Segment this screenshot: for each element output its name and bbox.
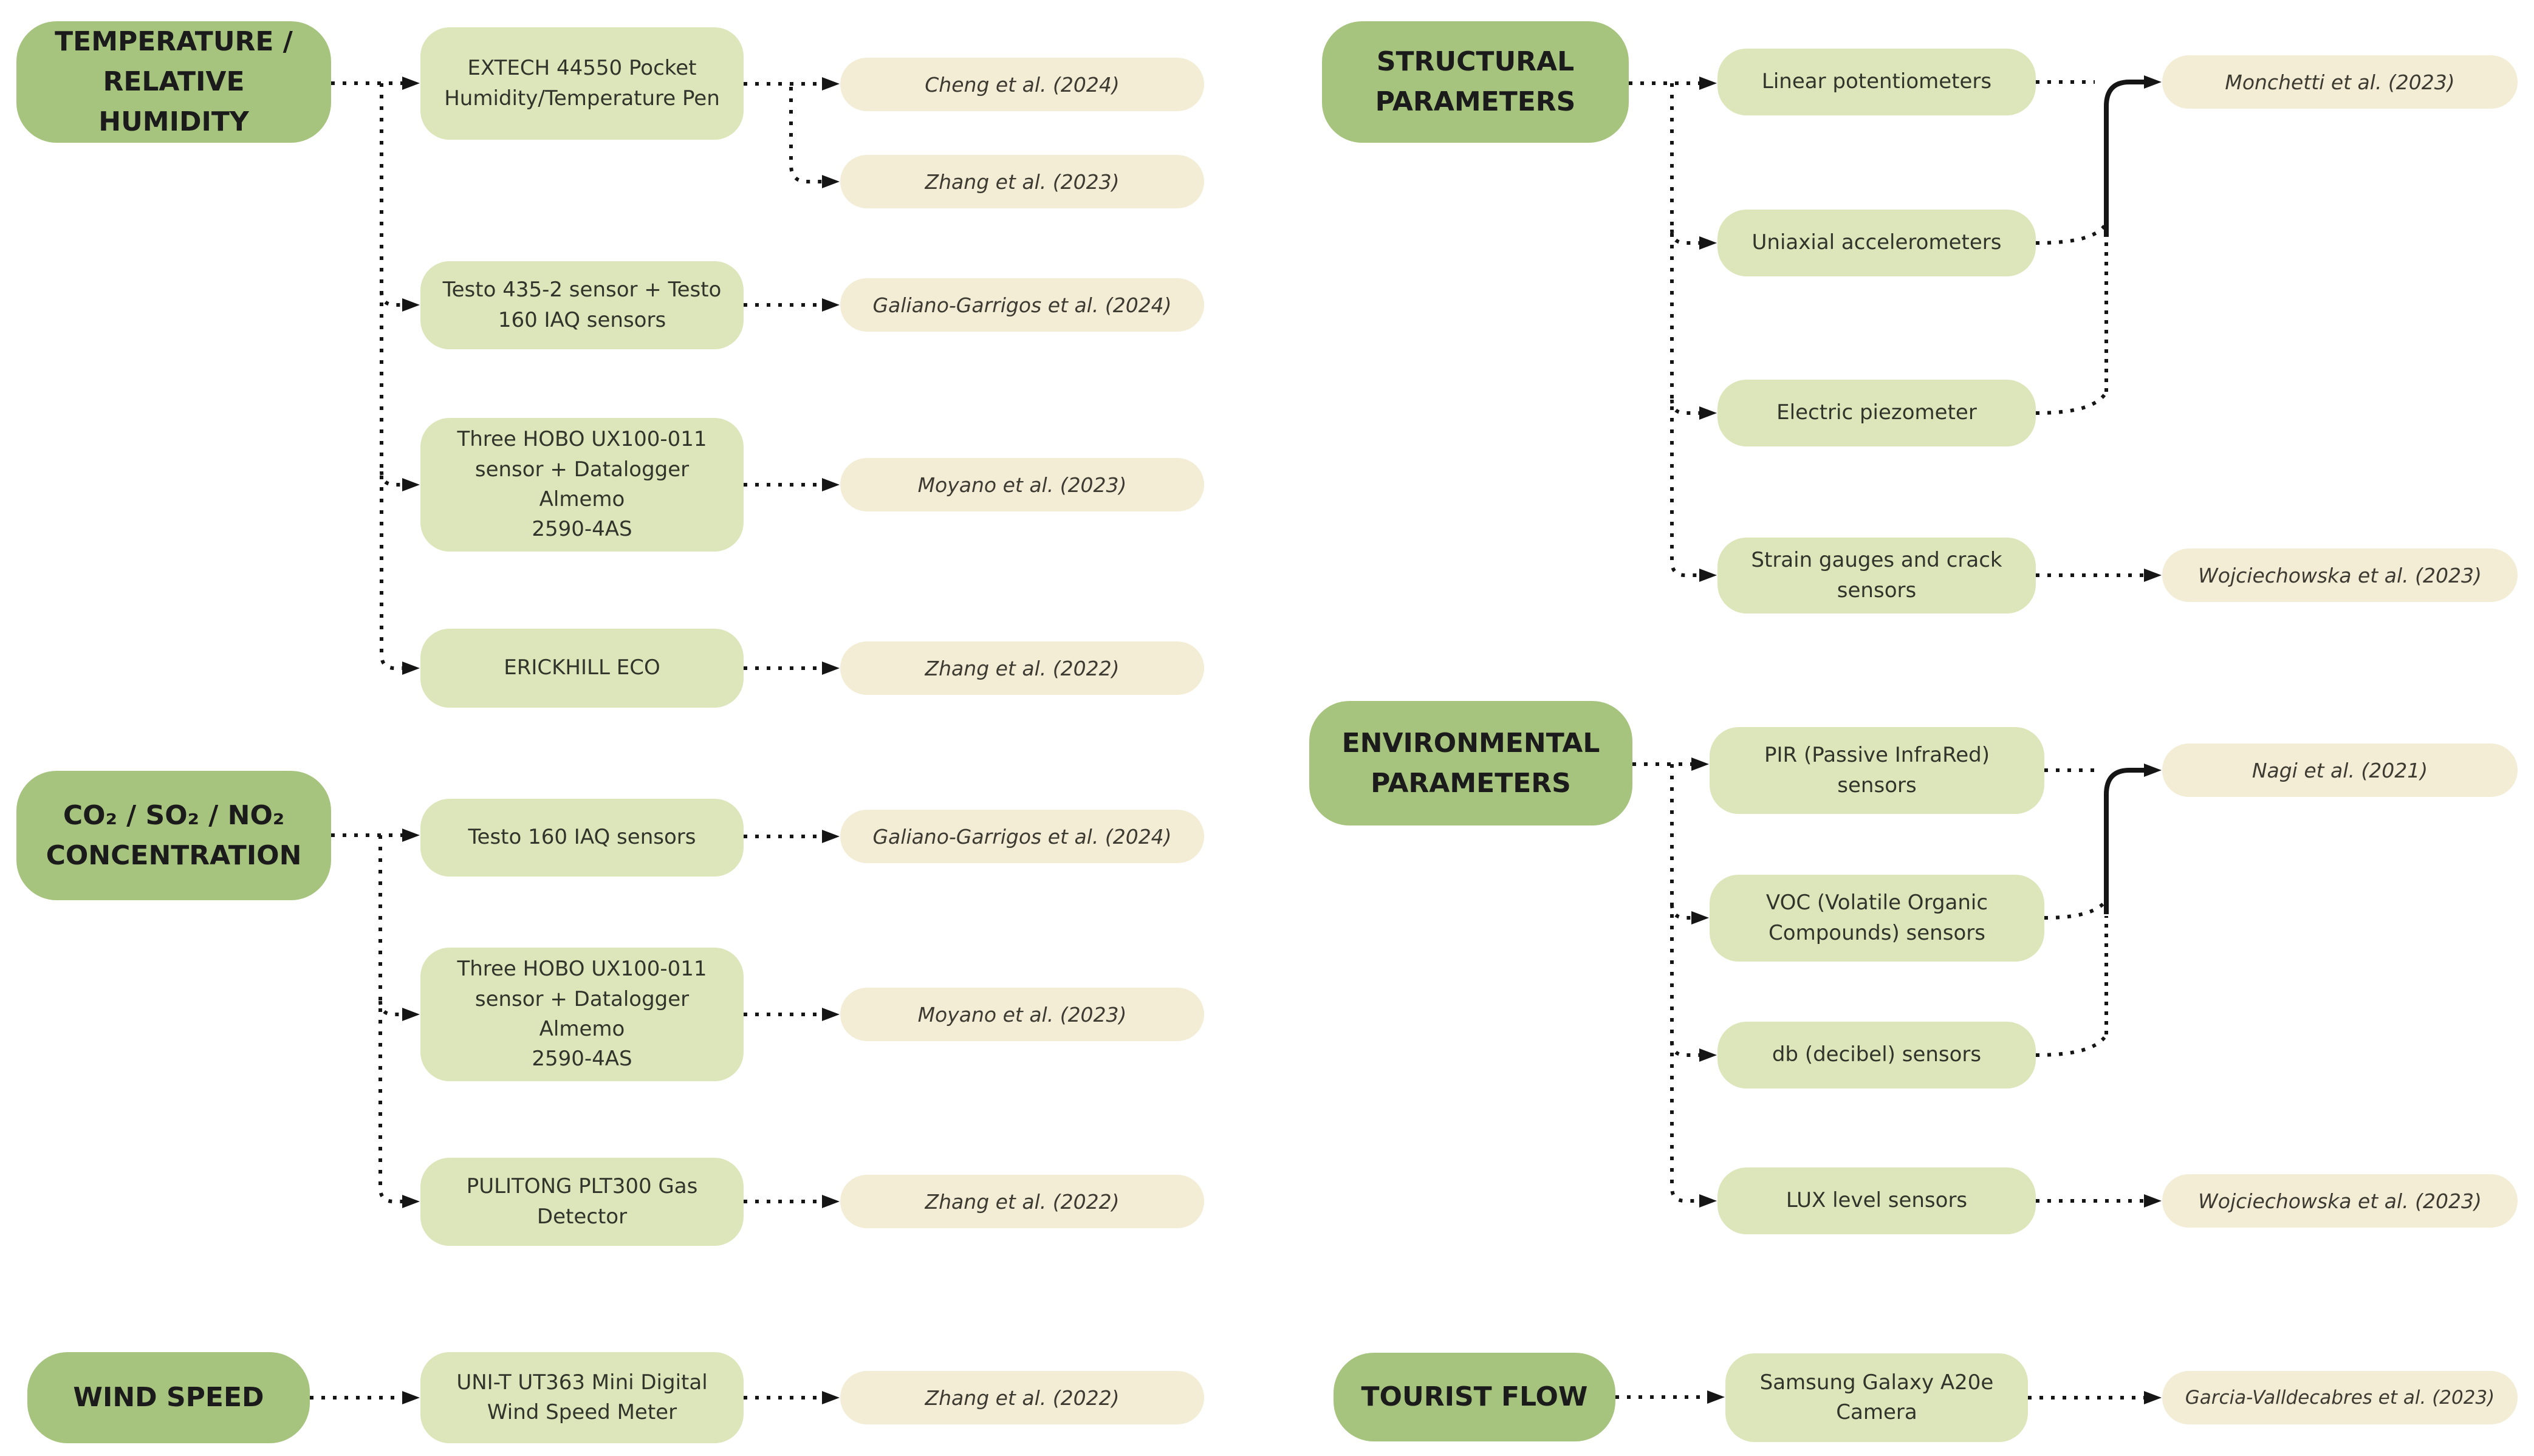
citation-zhang-2022-b: Zhang et al. (2022)	[840, 1175, 1204, 1228]
connector-temp-branch-hobo	[380, 471, 420, 491]
citation-wojciechowska-2023-b: Wojciechowska et al. (2023)	[2162, 1174, 2518, 1228]
citation-zhang-2022-c: Zhang et al. (2022)	[840, 1371, 1204, 1424]
sensor-testo-160-iaq: Testo 160 IAQ sensors	[420, 799, 744, 877]
connector-co2-branch-hobo	[378, 1000, 420, 1021]
citation-moyano-2023-a: Moyano et al. (2023)	[840, 458, 1204, 511]
connector-uniaxial-join	[2035, 224, 2106, 245]
citation-cheng-2024: Cheng et al. (2024)	[840, 58, 1204, 111]
connector-merge-to-nagi	[2104, 764, 2162, 914]
category-environmental-parameters: ENVIRONMENTAL PARAMETERS	[1309, 701, 1632, 825]
category-wind-speed: WIND SPEED	[27, 1352, 310, 1443]
connector-piezo-join	[2035, 394, 2106, 415]
sensor-pir: PIR (Passive InfraRed) sensors	[1710, 727, 2044, 814]
connector-temp-trunk-to-erickhill	[380, 83, 420, 675]
category-tourist-flow: TOURIST FLOW	[1334, 1353, 1615, 1441]
connector-env-trunk-to-lux	[1670, 764, 1717, 1208]
citation-monchetti-2023: Monchetti et al. (2023)	[2162, 55, 2518, 109]
sensor-samsung-galaxy-a20e-camera: Samsung Galaxy A20e Camera	[1725, 1353, 2028, 1442]
sensor-unit-ut363-wind-meter: UNI-T UT363 Mini Digital Wind Speed Mete…	[420, 1352, 744, 1443]
sensor-hobo-ux100-datalogger-b: Three HOBO UX100-011 sensor + Datalogger…	[420, 948, 744, 1081]
citation-zhang-2022-a: Zhang et al. (2022)	[840, 641, 1204, 695]
sensor-strain-gauges-crack: Strain gauges and crack sensors	[1717, 538, 2036, 614]
connector-extech-to-zhang2023	[789, 87, 840, 188]
sensor-extech-44550-pen: EXTECH 44550 Pocket Humidity/Temperature…	[420, 27, 744, 140]
citation-galiano-garrigos-2024-a: Galiano-Garrigos et al. (2024)	[840, 278, 1204, 332]
connector-env-branch-db	[1670, 1041, 1717, 1062]
connector-env-branch-voc	[1670, 904, 1709, 925]
sensor-linear-potentiometers: Linear potentiometers	[1717, 49, 2036, 115]
citation-galiano-garrigos-2024-b: Galiano-Garrigos et al. (2024)	[840, 810, 1204, 863]
category-temperature-relative-humidity: TEMPERATURE / RELATIVE HUMIDITY	[16, 21, 331, 143]
connector-struct-branch-piezo	[1670, 399, 1717, 420]
connector-db-join	[2035, 1036, 2106, 1057]
citation-nagi-2021: Nagi et al. (2021)	[2162, 743, 2518, 797]
sensor-testo-435-2-plus-testo-160: Testo 435-2 sensor + Testo 160 IAQ senso…	[420, 261, 744, 349]
citation-moyano-2023-b: Moyano et al. (2023)	[840, 988, 1204, 1041]
connector-struct-trunk-to-strain	[1670, 83, 1717, 582]
citation-garcia-valldecabres-2023: Garcia-Valldecabres et al. (2023)	[2162, 1371, 2518, 1424]
sensor-erickhill-eco: ERICKHILL ECO	[420, 629, 744, 708]
sensor-pulitong-plt300: PULITONG PLT300 Gas Detector	[420, 1158, 744, 1246]
connector-voc-join	[2044, 901, 2106, 920]
category-co2-so2-no2-concentration: CO₂ / SO₂ / NO₂ CONCENTRATION	[16, 771, 331, 900]
connector-temp-branch-testo435	[380, 291, 420, 312]
category-structural-parameters: STRUCTURAL PARAMETERS	[1322, 21, 1629, 143]
sensor-voc: VOC (Volatile Organic Compounds) sensors	[1710, 875, 2044, 962]
citation-wojciechowska-2023-a: Wojciechowska et al. (2023)	[2162, 549, 2518, 602]
citation-zhang-2023: Zhang et al. (2023)	[840, 155, 1204, 208]
sensor-uniaxial-accelerometers: Uniaxial accelerometers	[1717, 210, 2036, 276]
sensor-hobo-ux100-datalogger-a: Three HOBO UX100-011 sensor + Datalogger…	[420, 418, 744, 552]
connector-struct-branch-uniaxial	[1670, 229, 1717, 250]
sensor-electric-piezometer: Electric piezometer	[1717, 380, 2036, 446]
sensor-decibel: db (decibel) sensors	[1717, 1022, 2036, 1089]
sensor-lux-level: LUX level sensors	[1717, 1167, 2036, 1234]
connector-merge-to-monchetti	[2104, 75, 2162, 237]
connector-co2-trunk-to-pulitong	[378, 835, 420, 1208]
